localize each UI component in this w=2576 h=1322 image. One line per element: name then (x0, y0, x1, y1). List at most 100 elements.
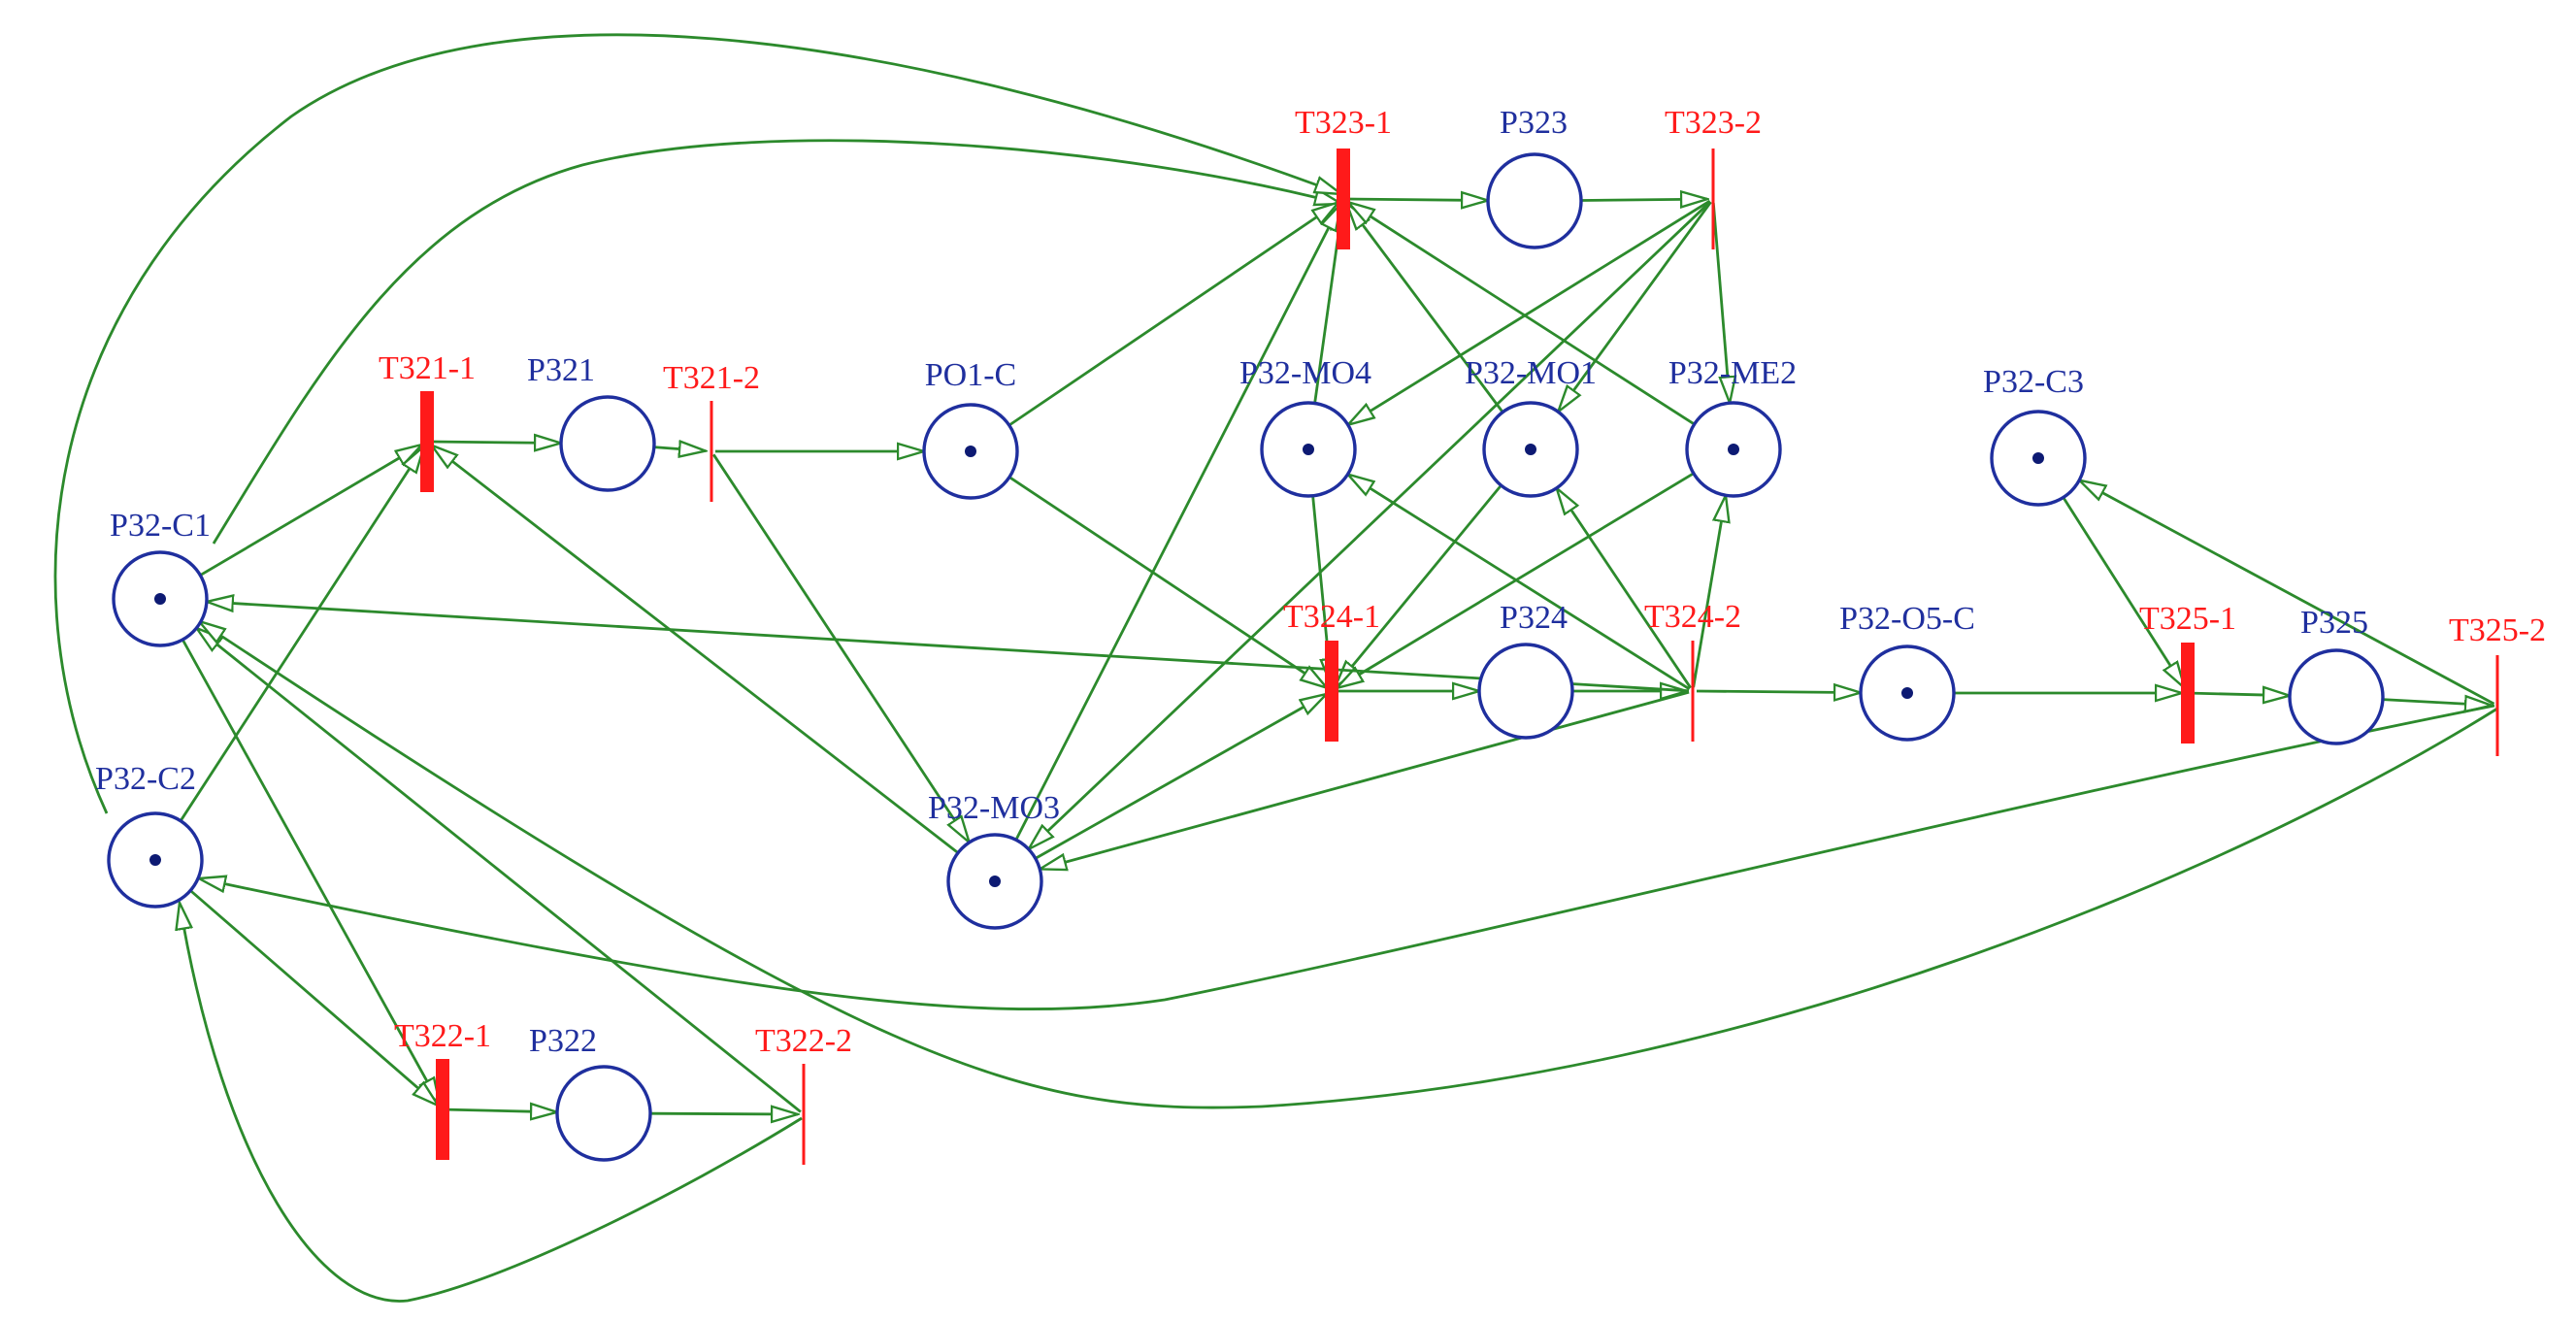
place-label: P32-MO4 (1239, 355, 1371, 391)
place-p324[interactable]: P324 (1477, 600, 1574, 740)
arc-t322-2-to-p32-c2 (180, 903, 803, 1303)
place-p32-o5-c[interactable]: P32-O5-C (1839, 601, 1975, 742)
arc-p32-c1-to-t321-1 (199, 445, 421, 577)
place-label: P322 (529, 1023, 597, 1059)
transition-bar[interactable] (1337, 149, 1350, 249)
place-p323[interactable]: P323 (1486, 105, 1583, 249)
transition-bar[interactable] (710, 401, 713, 502)
place-p32-mo4[interactable]: P32-MO4 (1239, 355, 1371, 498)
place-p322[interactable]: P322 (529, 1023, 652, 1162)
arc-t323-1-to-p323 (1346, 199, 1488, 201)
transition-label: T321-1 (379, 350, 476, 386)
token-dot (1525, 444, 1536, 455)
place-p32-mo1[interactable]: P32-MO1 (1465, 355, 1597, 498)
transition-bar[interactable] (2495, 655, 2499, 756)
token-dot (1303, 444, 1314, 455)
arc-p321-to-t321-2 (653, 447, 706, 451)
arcs (53, 33, 2498, 1303)
arc-t325-1-to-p325 (2191, 693, 2290, 696)
transition-label: T323-1 (1295, 105, 1392, 141)
transition-t321-1[interactable]: T321-1 (379, 350, 476, 492)
arc-p322-to-t322-2 (649, 1113, 798, 1114)
place-label: P32-O5-C (1839, 601, 1975, 637)
arc-t321-2-to-p32-mo3 (712, 453, 969, 843)
arc-p32-c2-to-t323-1 (53, 33, 1341, 814)
arc-t324-2-to-p32-c1 (207, 602, 1690, 693)
token-dot (2032, 452, 2044, 464)
arc-t322-2-to-p32-c1 (197, 628, 802, 1113)
transition-label: T324-2 (1644, 599, 1741, 635)
place-p32-c1[interactable]: P32-C1 (110, 508, 211, 647)
place-label: PO1-C (925, 357, 1016, 393)
place-label: P324 (1500, 600, 1568, 636)
arc-p32-mo3-to-t324-1 (1035, 694, 1327, 860)
arc-t324-2-to-p32-mo3 (1040, 690, 1690, 869)
place-p32-c2[interactable]: P32-C2 (95, 761, 204, 909)
transition-t324-2[interactable]: T324-2 (1644, 599, 1741, 742)
arc-p32-c1-to-t323-1 (212, 139, 1341, 545)
place-label: P325 (2300, 605, 2368, 641)
transition-label: T322-1 (394, 1018, 491, 1054)
transition-bar[interactable] (420, 391, 434, 492)
arc-p325-to-t325-2 (2382, 700, 2492, 706)
arc-p32-mo3-to-t321-1 (432, 446, 959, 854)
place-circle[interactable] (559, 395, 656, 492)
arc-t325-2-to-p32-c3 (2079, 480, 2495, 706)
transition-t324-1[interactable]: T324-1 (1283, 599, 1380, 742)
transition-t325-2[interactable]: T325-2 (2449, 612, 2546, 756)
arc-t324-2-to-p32-me2 (1692, 495, 1726, 688)
arc-t324-2-to-p32-mo4 (1348, 475, 1691, 691)
place-circle[interactable] (1477, 643, 1574, 740)
arc-p32-mo3-to-t323-1 (1014, 204, 1341, 841)
place-po1-c[interactable]: PO1-C (922, 357, 1019, 500)
token-dot (1728, 444, 1739, 455)
place-circle[interactable] (1486, 152, 1583, 249)
place-p32-me2[interactable]: P32-ME2 (1668, 355, 1797, 498)
arc-p323-to-t323-2 (1580, 199, 1707, 200)
transition-label: T323-2 (1665, 105, 1762, 141)
arc-t325-2-to-p32-c2 (199, 704, 2495, 1010)
token-dot (1901, 687, 1913, 699)
arc-t322-1-to-p322 (446, 1109, 557, 1112)
transition-t323-1[interactable]: T323-1 (1295, 105, 1392, 249)
transition-bar[interactable] (1325, 641, 1338, 742)
transition-t322-2[interactable]: T322-2 (755, 1023, 852, 1165)
token-dot (154, 593, 166, 605)
transition-t321-2[interactable]: T321-2 (663, 360, 760, 502)
transition-t325-1[interactable]: T325-1 (2139, 601, 2236, 744)
place-circle[interactable] (555, 1065, 652, 1162)
arc-t324-2-to-p32-o5-c (1696, 691, 1861, 693)
arc-p32-c1-to-t322-1 (181, 639, 440, 1105)
place-p32-mo3[interactable]: P32-MO3 (928, 790, 1060, 930)
place-circle[interactable] (2288, 648, 2385, 745)
transition-bar[interactable] (2181, 643, 2195, 744)
arc-po1-c-to-t323-1 (1007, 202, 1338, 427)
transition-bar[interactable] (436, 1059, 449, 1160)
transition-t322-1[interactable]: T322-1 (394, 1018, 491, 1160)
place-p32-c3[interactable]: P32-C3 (1983, 364, 2087, 507)
transition-bar[interactable] (802, 1064, 806, 1165)
arc-t324-2-to-p32-mo1 (1557, 488, 1692, 689)
transition-t323-2[interactable]: T323-2 (1665, 105, 1762, 249)
arc-t321-1-to-p321 (430, 442, 561, 444)
arc-t323-2-to-p32-mo4 (1348, 199, 1711, 425)
place-p325[interactable]: P325 (2288, 605, 2385, 745)
arc-t323-2-to-p32-me2 (1711, 202, 1730, 403)
arc-p32-mo1-to-t323-1 (1347, 204, 1504, 413)
transition-label: T321-2 (663, 360, 760, 396)
place-label: P32-MO3 (928, 790, 1060, 826)
place-label: P32-ME2 (1668, 355, 1797, 391)
place-p321[interactable]: P321 (527, 352, 656, 492)
transition-label: T322-2 (755, 1023, 852, 1059)
transition-bar[interactable] (1691, 641, 1695, 742)
place-label: P32-MO1 (1465, 355, 1597, 391)
token-dot (965, 446, 976, 457)
arc-p32-me2-to-t323-1 (1348, 202, 1696, 426)
transition-bar[interactable] (1711, 149, 1715, 249)
transition-label: T325-2 (2449, 612, 2546, 648)
transition-label: T325-1 (2139, 601, 2236, 637)
place-label: P32-C3 (1983, 364, 2084, 400)
